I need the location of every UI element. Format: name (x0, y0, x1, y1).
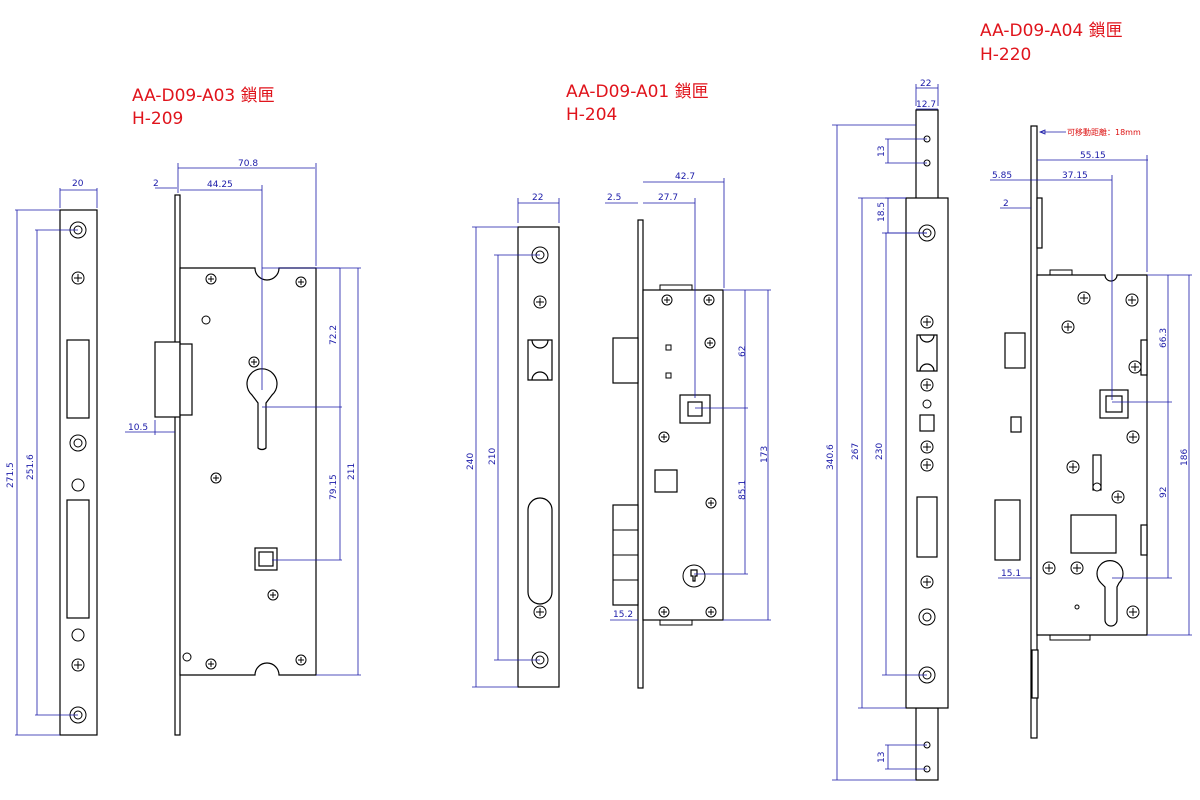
dim-a04-overall-height: 340.6 (826, 444, 836, 470)
dim-a04-width: 22 (920, 79, 931, 89)
dim-a04-plate-thickness: 2 (1003, 199, 1009, 209)
a04-faceplate (905, 109, 949, 781)
dim-a01-center-distance: 85.1 (738, 480, 748, 500)
dim-a01-body-height: 173 (760, 446, 770, 463)
a03-lock-body (154, 194, 317, 736)
dim-a04-bolt-projection: 15.1 (1001, 569, 1021, 579)
dim-a04-backset: 37.15 (1062, 171, 1088, 181)
a03-faceplate-dimensions: 20 271.5 251.6 (6, 179, 98, 736)
dim-a04-plate-offset: 5.85 (992, 171, 1012, 181)
dim-a01-backset: 27.7 (658, 193, 678, 203)
a03-faceplate (59, 209, 98, 736)
dim-a01-width: 22 (532, 193, 543, 203)
dim-a03-width: 20 (72, 179, 84, 189)
dim-a04-bottom-hole-spacing: 13 (877, 752, 887, 763)
dim-a03-body-height: 211 (347, 463, 357, 480)
dim-a04-upper-span: 66.3 (1159, 328, 1169, 348)
dim-a03-hole-spacing: 251.6 (26, 454, 36, 480)
dim-a04-body-height: 186 (1180, 449, 1190, 466)
model-title-a01: AA-D09-A01 鎖匣 (566, 82, 709, 102)
dim-a01-plate-thickness: 2.5 (607, 193, 621, 203)
a01-body-dimensions: 42.7 2.5 27.7 62 173 85.1 15.2 (605, 172, 771, 621)
dim-a03-bolt-projection: 10.5 (128, 423, 148, 433)
dim-a03-center-distance: 79.15 (329, 474, 339, 500)
dim-a03-plate-thickness: 2 (153, 179, 159, 189)
dim-a04-hole-spacing: 230 (875, 443, 885, 460)
dim-a01-backset-total: 42.7 (675, 172, 695, 182)
height-label-a03: H-209 (132, 109, 183, 129)
dim-a03-backset: 44.25 (207, 180, 233, 190)
a01-faceplate (517, 226, 560, 688)
dim-a01-upper-span: 62 (738, 346, 748, 357)
dim-a03-upper-span: 72.2 (329, 325, 339, 345)
height-label-a04: H-220 (980, 45, 1031, 65)
dim-a04-first-hole-offset: 18.5 (877, 202, 887, 222)
a04-travel-note: 可移動距離：18mm (1067, 127, 1141, 137)
dim-a04-plate-height: 267 (851, 443, 861, 460)
dim-a03-backset-total: 70.8 (238, 159, 258, 169)
a04-body-dimensions: 可移動距離：18mm 55.15 5.85 37.15 2 66.3 186 9… (990, 127, 1192, 636)
model-title-a04: AA-D09-A04 鎖匣 (980, 21, 1123, 41)
dim-a01-bolt-projection: 15.2 (613, 610, 633, 620)
dim-a04-hole-offset: 12.7 (916, 100, 936, 110)
dim-a04-top-hole-spacing: 13 (877, 146, 887, 157)
a03-body-dimensions: 70.8 2 44.25 10.5 72.2 79.15 211 (125, 159, 361, 676)
dim-a04-backset-total: 55.15 (1080, 151, 1106, 161)
a04-faceplate-dimensions: 22 12.7 13 18.5 340.6 267 230 13 (826, 79, 939, 781)
dim-a01-faceplate-height: 240 (466, 453, 476, 470)
dim-a04-center-distance: 92 (1159, 487, 1169, 498)
dim-a01-hole-spacing: 210 (488, 448, 498, 465)
a01-faceplate-dimensions: 22 240 210 (466, 193, 560, 688)
a01-lock-body (612, 219, 724, 689)
height-label-a01: H-204 (566, 105, 617, 125)
dim-a03-faceplate-height: 271.5 (6, 462, 16, 488)
model-title-a03: AA-D09-A03 鎖匣 (132, 86, 275, 106)
a04-lock-body (994, 125, 1148, 739)
